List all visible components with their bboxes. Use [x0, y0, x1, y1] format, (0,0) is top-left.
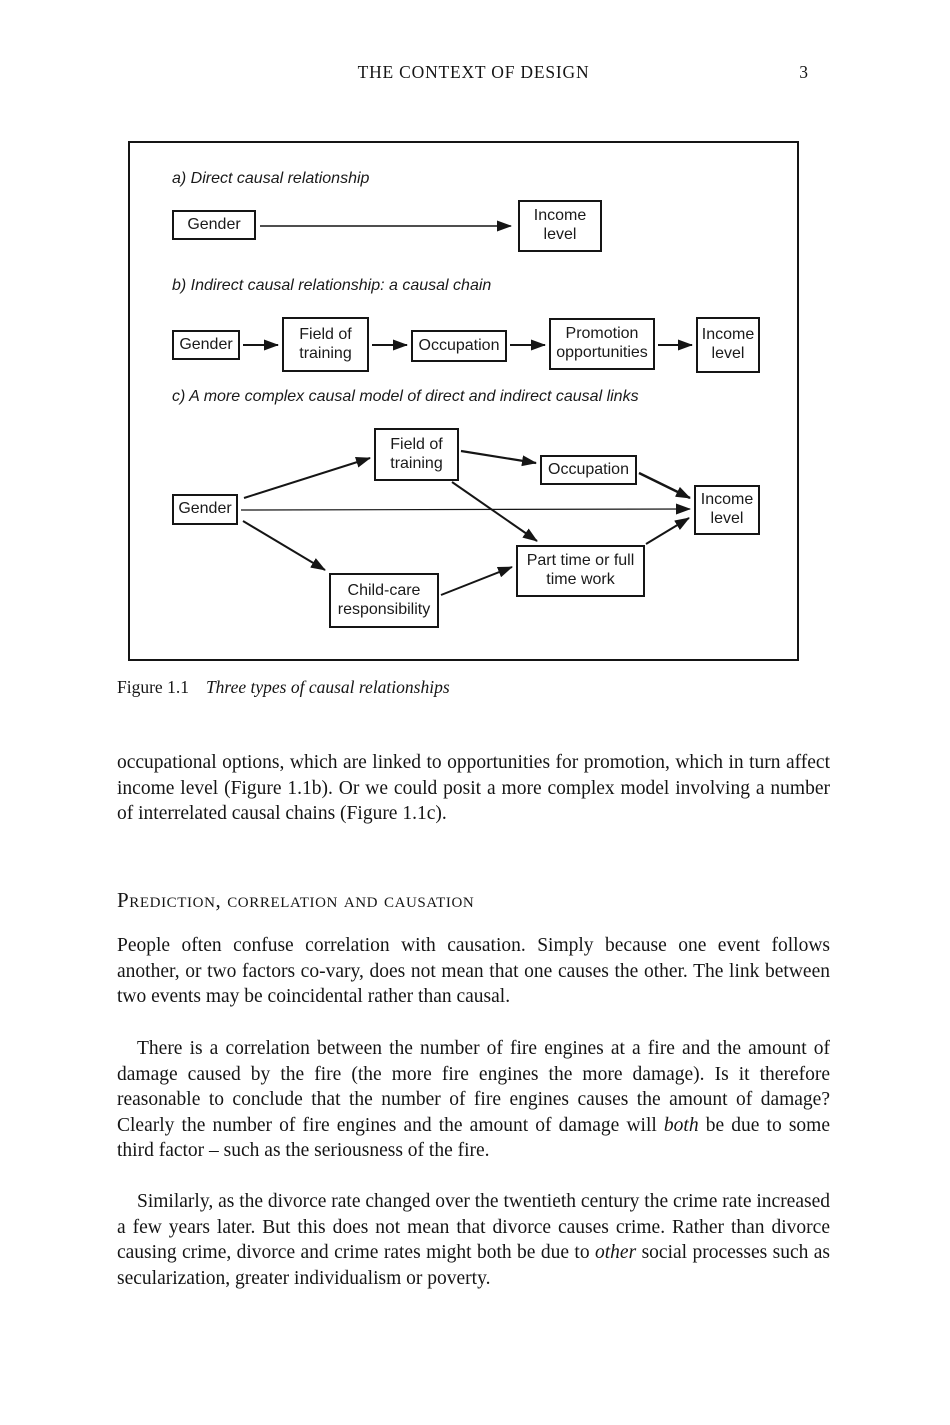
- node-part-time-work-panel-c: Part time or full time work: [516, 545, 645, 597]
- page-title: THE CONTEXT OF DESIGN: [357, 62, 590, 82]
- node-gender-panel-b: Gender: [172, 330, 240, 360]
- section-heading: Prediction, correlation and causation: [117, 888, 475, 912]
- node-field-of-training-panel-c: Field of training: [374, 428, 459, 481]
- paragraph-occupational-options: occupational options, which are linked t…: [117, 752, 830, 825]
- node-income-level-panel-a: Income level: [518, 200, 602, 252]
- node-child-care-panel-c: Child-care responsibility: [329, 573, 439, 628]
- arrow-c-training-to-parttime: [451, 481, 538, 542]
- arrow-c-occupation-to-income: [638, 471, 691, 500]
- figure-caption-label: Figure 1.1: [117, 677, 189, 697]
- node-gender-panel-a: Gender: [172, 210, 256, 240]
- figure-caption: Figure 1.1 Three types of causal relation…: [117, 677, 830, 698]
- arrow-c-childcare-to-parttime: [440, 566, 513, 596]
- arrow-c-gender-to-training: [243, 456, 371, 499]
- paragraph-fire-engines: There is a correlation between the numbe…: [117, 1038, 830, 1162]
- page-number: 3: [799, 62, 808, 82]
- arrow-c-training-to-occupation: [460, 449, 537, 467]
- paragraph-divorce-crime: Similarly, as the divorce rate changed o…: [117, 1191, 831, 1289]
- arrow-c-gender-to-childcare: [242, 520, 326, 571]
- node-gender-panel-c: Gender: [172, 494, 238, 525]
- node-promotion-opportunities-panel-b: Promotion opportunities: [549, 318, 655, 370]
- node-occupation-panel-c: Occupation: [540, 455, 637, 485]
- arrow-c-gender-to-income: [240, 503, 691, 515]
- figure-caption-text: Three types of causal relationships: [205, 677, 450, 697]
- figure-1-1: a) Direct causal relationship Gender Inc…: [128, 141, 799, 661]
- paragraph-correlation-confusion: People often confuse correlation with ca…: [117, 935, 830, 1008]
- node-income-level-panel-c: Income level: [694, 485, 760, 535]
- node-occupation-panel-b: Occupation: [411, 330, 507, 362]
- panel-c-label: c) A more complex causal model of direct…: [172, 388, 639, 405]
- panel-a-label: a) Direct causal relationship: [172, 170, 370, 187]
- node-income-level-panel-b: Income level: [696, 317, 760, 373]
- panel-b-label: b) Indirect causal relationship: a causa…: [172, 277, 492, 294]
- arrow-c-parttime-to-income: [645, 517, 690, 545]
- node-field-of-training-panel-b: Field of training: [282, 317, 369, 372]
- running-head: THE CONTEXT OF DESIGN 3: [117, 62, 830, 86]
